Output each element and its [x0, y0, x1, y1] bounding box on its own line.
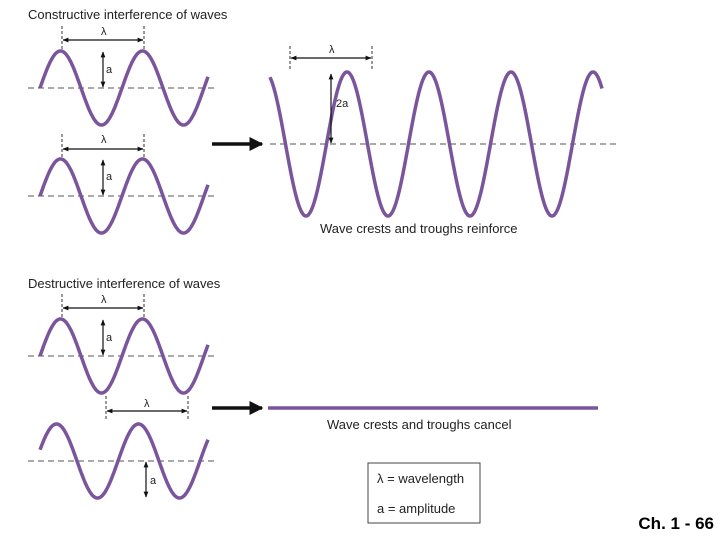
slide-number: Ch. 1 - 66 [638, 514, 714, 533]
wave-path [268, 70, 604, 218]
destructive-wave-2: λ a [28, 396, 218, 500]
destructive-caption: Wave crests and troughs cancel [327, 417, 512, 432]
wave-path [38, 317, 210, 395]
legend-amplitude: a = amplitude [377, 501, 455, 516]
wave-path [38, 422, 210, 500]
amplitude-label: a [106, 64, 113, 76]
legend: λ = wavelength a = amplitude [367, 462, 481, 524]
wave-path [38, 49, 210, 127]
wavelength-label: λ [101, 134, 107, 146]
wavelength-label: λ [101, 294, 107, 306]
amplitude-label: a [106, 332, 113, 344]
wavelength-label: λ [144, 398, 150, 410]
constructive-result-wave: λ 2a [268, 44, 618, 218]
constructive-caption: Wave crests and troughs reinforce [320, 221, 518, 236]
amplitude-label: 2a [336, 98, 349, 110]
constructive-wave-1: λ a [28, 26, 218, 127]
wavelength-label: λ [101, 26, 107, 38]
constructive-title: Constructive interference of waves [28, 7, 228, 22]
amplitude-label: a [150, 475, 157, 487]
wavelength-label: λ [329, 44, 335, 56]
legend-box [367, 462, 481, 524]
legend-wavelength: λ = wavelength [377, 471, 464, 486]
constructive-wave-2: λ a [28, 134, 218, 235]
destructive-title: Destructive interference of waves [28, 276, 221, 291]
destructive-wave-1: λ a [28, 294, 218, 395]
wave-path [38, 157, 210, 235]
amplitude-label: a [106, 171, 113, 183]
